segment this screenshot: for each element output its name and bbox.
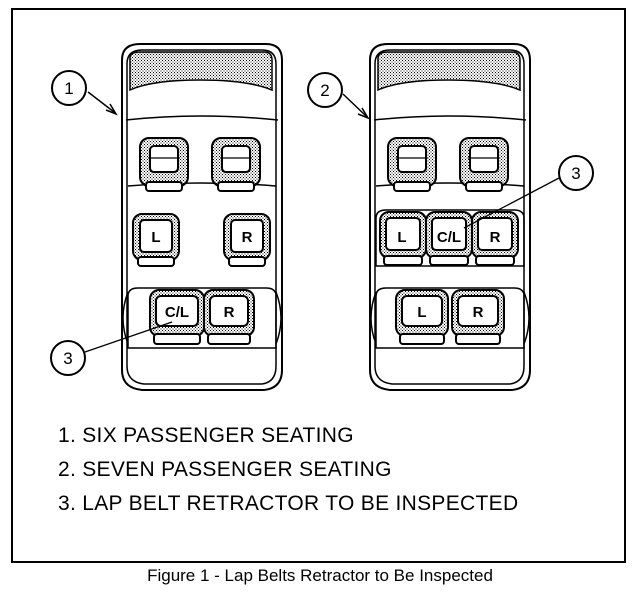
middle-right-seat [471,211,519,266]
middle-row-frame [375,209,525,267]
front-left-seat [139,137,189,192]
seat-label-r: R [473,304,484,321]
callout-3-left: 3 [50,321,173,376]
seat-label-r: R [242,229,253,246]
right-wheel-well [523,291,530,345]
callout-2: 2 [307,72,370,120]
legend-item-3: 3. LAP BELT RETRACTOR TO BE INSPECTED [58,492,519,515]
legend-item-2: 2. SEVEN PASSENGER SEATING [58,458,392,481]
seat-label-r: R [490,229,501,246]
callout-3-label: 3 [63,349,72,368]
seat-label-r: R [224,304,235,321]
seat-label-l: L [397,229,406,246]
front-right-seat [211,137,261,192]
vehicle-six-passenger [121,43,283,391]
vehicle-seven-passenger [369,43,531,391]
middle-left-seat [132,213,180,267]
middle-right-seat [223,213,271,267]
legend-item-1: 1. SIX PASSENGER SEATING [58,424,354,447]
seat-label-l: L [417,304,426,321]
left-wheel-well [370,291,377,345]
front-left-seat [387,137,437,192]
callout-1: 1 [51,70,118,116]
left-wheel-well [122,291,129,345]
figure-frame [11,8,626,563]
windshield-line [373,115,527,121]
figure-caption: Figure 1 - Lap Belts Retractor to Be Ins… [147,566,493,585]
seat-label-cl: C/L [437,229,461,246]
right-wheel-well [275,291,282,345]
vehicle-body-outline [369,43,531,391]
rear-right-seat [203,289,255,345]
seat-label-cl: C/L [165,304,189,321]
vehicle-body-inner [126,49,277,385]
vehicle-body-outline [121,43,283,391]
rear-right-seat [451,289,505,345]
rear-row-frame [375,287,525,349]
middle-left-seat [379,211,427,266]
middle-center-left-seat [425,211,473,266]
callout-3-right: 3 [463,155,594,229]
callout-2-label: 2 [320,81,329,100]
rear-left-seat [395,289,449,345]
windshield-line [125,115,279,121]
seat-label-l: L [151,229,160,246]
vehicle-body-inner [374,49,525,385]
hood-panel [129,51,273,92]
callout-1-label: 1 [64,79,73,98]
callout-3-label: 3 [571,164,580,183]
hood-panel [377,51,521,92]
front-right-seat [459,137,509,192]
rear-row-frame [127,287,277,349]
